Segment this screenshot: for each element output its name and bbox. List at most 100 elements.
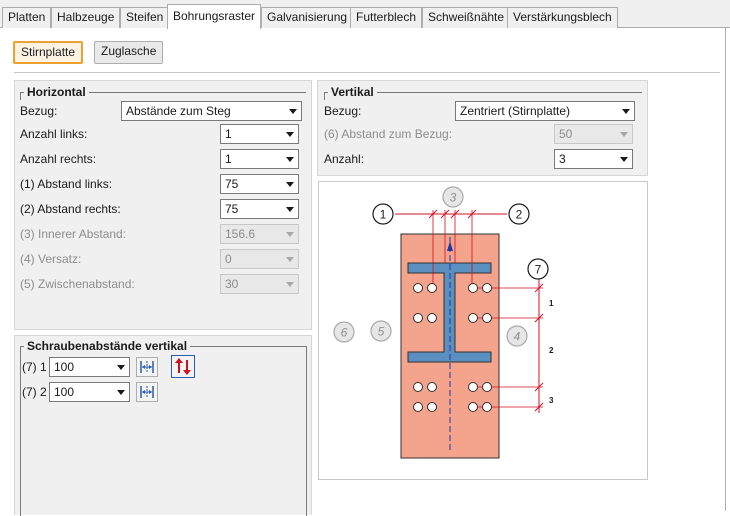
schrauben-group-line-left [20,346,21,516]
anzahl-vertikal-label: Anzahl: [324,152,365,166]
chevron-down-icon [620,132,628,137]
marker-5 [370,320,392,342]
bolt-hole [413,283,423,293]
dim-label-3: 3 [549,396,554,405]
bolt-hole [413,402,423,412]
bezug-vertikal-select[interactable]: Zentriert (Stirnplatte) [455,101,635,121]
bolt-hole [482,402,492,412]
anzahl-rechts-value: 1 [225,152,232,166]
abstand-links-combo[interactable]: 75 [220,174,299,194]
distribute-button-2[interactable] [136,382,158,402]
vertikal-group-line [324,92,642,93]
bezug-horizontal-value: Abstände zum Steg [126,104,231,118]
bezug-label: Bezug: [20,104,58,118]
anzahl-vertikal-value: 3 [559,152,566,166]
horizontal-title: Horizontal [24,85,89,99]
versatz-combo: 0 [220,249,299,269]
chevron-down-icon [286,132,294,137]
bolt-hole [413,382,423,392]
abstand-zum-bezug-label: (6) Abstand zum Bezug: [324,127,453,141]
schrauben-row-2-combo[interactable]: 100 [49,382,130,402]
anzahl-links-value: 1 [225,127,232,141]
tab-schweissnaehte[interactable]: Schweißnähte [422,7,511,28]
bolt-hole [427,382,437,392]
anzahl-rechts-label: Anzahl rechts: [20,152,97,166]
bolt-hole [427,402,437,412]
marker-3-label: 3 [450,191,457,205]
abstand-links-value: 75 [225,177,239,191]
bolt-holes [413,283,492,412]
bolt-hole [468,402,478,412]
chevron-down-icon [286,207,294,212]
chevron-down-icon [289,109,297,114]
schrauben-row-2-value: 100 [54,385,75,399]
tab-galvanisierung[interactable]: Galvanisierung [261,7,354,28]
tab-steifen[interactable]: Steifen [120,7,170,28]
chevron-down-icon [622,109,630,114]
bolt-hole [468,382,478,392]
tab-platten[interactable]: Platten [2,7,52,28]
dim-tick [428,209,438,219]
arrow-up-icon [447,241,453,251]
chevron-down-icon [620,157,628,162]
tab-futterblech[interactable]: Futterblech [350,7,423,28]
bolt-hole [482,283,492,293]
marker-1-label: 1 [380,208,387,222]
anzahl-links-select[interactable]: 1 [220,124,299,144]
bezug-vertikal-label: Bezug: [324,104,362,118]
marker-3 [442,186,464,208]
dim-label-1: 1 [549,299,554,308]
abstand-rechts-label: (2) Abstand rechts: [20,202,121,216]
schrauben-row-2-label: (7) 2 [22,385,47,399]
marker-2 [508,203,530,225]
dim-tick [534,313,544,323]
distribute-button-1[interactable] [136,357,158,377]
diagram-panel: 1 2 3 1 2 7 3 [318,181,648,480]
zuglasche-button[interactable]: Zuglasche [94,41,164,64]
chevron-down-icon [117,390,125,395]
bolt-hole [468,283,478,293]
anzahl-vertikal-select[interactable]: 3 [554,149,633,169]
dim-label-2: 2 [549,346,554,355]
schrauben-row-1-label: (7) 1 [22,360,47,374]
bolt-hole [427,283,437,293]
schrauben-group-line-right [306,346,307,516]
schrauben-row-1-combo[interactable]: 100 [49,357,130,377]
distribute-icon [140,386,154,398]
dim-tick [534,402,544,412]
tab-bohrungsraster[interactable]: Bohrungsraster [167,4,262,29]
marker-1 [372,203,394,225]
chevron-down-icon [117,365,125,370]
abstand-rechts-combo[interactable]: 75 [220,199,299,219]
vertikal-title: Vertikal [328,85,377,99]
swap-vertical-button[interactable] [171,355,195,378]
chevron-down-icon [286,282,294,287]
bezug-vertikal-value: Zentriert (Stirnplatte) [460,104,571,118]
marker-2-label: 2 [516,208,523,222]
abstand-links-label: (1) Abstand links: [20,177,113,191]
dim-tick [534,283,544,293]
zwischenabstand-combo: 30 [220,274,299,294]
tab-verstaerkungsblech[interactable]: Verstärkungsblech [507,7,618,28]
chevron-down-icon [286,257,294,262]
tab-halbzeuge[interactable]: Halbzeuge [51,7,121,28]
abstand-zum-bezug-combo: 50 [554,124,633,144]
chevron-down-icon [286,157,294,162]
abstand-zum-bezug-value: 50 [559,127,573,141]
anzahl-rechts-select[interactable]: 1 [220,149,299,169]
zwischenabstand-label: (5) Zwischenabstand: [20,277,135,291]
zwischenabstand-value: 30 [225,277,239,291]
versatz-label: (4) Versatz: [20,252,82,266]
marker-4-label: 4 [514,330,521,344]
stirnplatte-button[interactable]: Stirnplatte [13,41,84,64]
tab-bar: Platten Halbzeuge Steifen Bohrungsraster… [0,0,730,29]
dim-tick [450,209,460,219]
versatz-value: 0 [225,252,232,266]
chevron-down-icon [286,182,294,187]
chevron-down-icon [286,232,294,237]
bezug-horizontal-select[interactable]: Abstände zum Steg [121,101,302,121]
marker-4 [506,325,528,347]
schrauben-title: Schraubenabstände vertikal [24,339,191,353]
marker-6 [333,321,355,343]
bolt-hole [427,313,437,323]
